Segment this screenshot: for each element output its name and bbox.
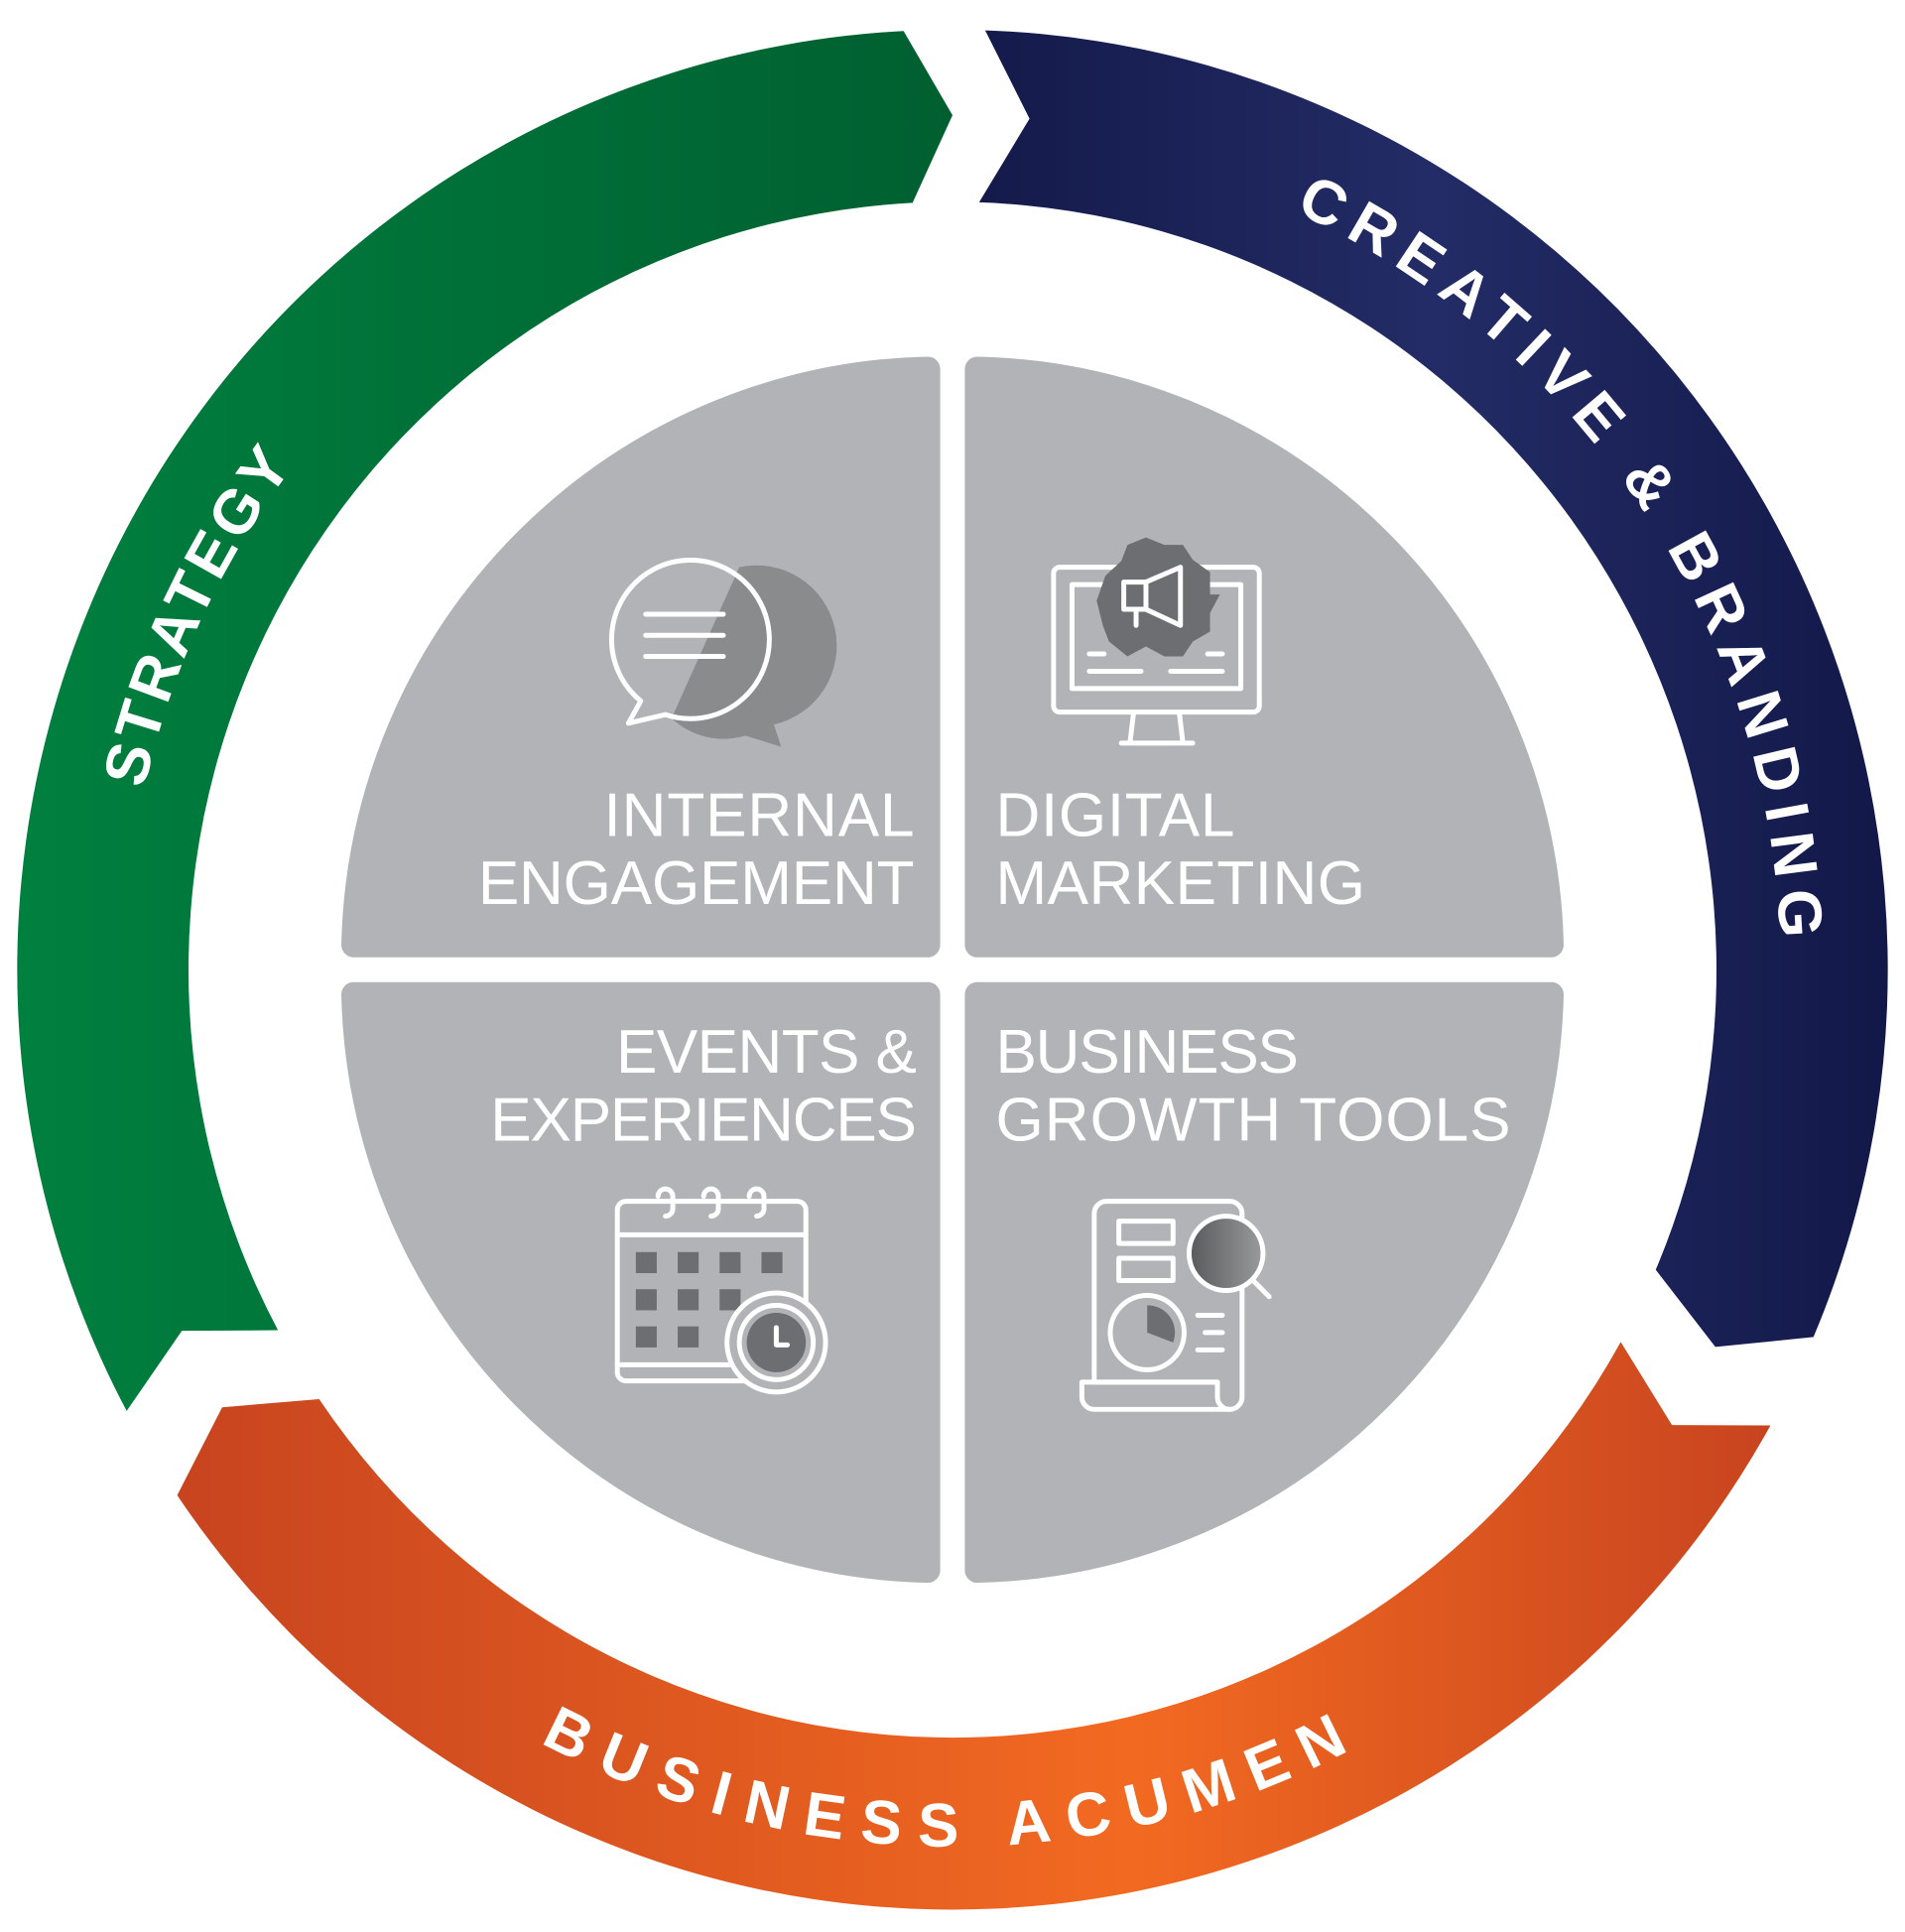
strategy-ring-segment xyxy=(17,31,953,1411)
document-magnifier-icon xyxy=(1079,1199,1272,1412)
events-line2: EXPERIENCES xyxy=(490,1086,917,1154)
quadrant-events-experiences xyxy=(341,981,941,1584)
growth-line1: BUSINESS xyxy=(995,1018,1299,1087)
chat-bubbles-icon xyxy=(608,558,837,747)
calendar-clock-icon xyxy=(614,1186,828,1395)
digital-line1: DIGITAL xyxy=(995,781,1234,849)
digital-line2: MARKETING xyxy=(995,849,1365,918)
creative-branding-ring-segment xyxy=(978,30,1888,1348)
internal-line2: ENGAGEMENT xyxy=(478,849,915,918)
events-line1: EVENTS & xyxy=(616,1018,917,1087)
internal-line1: INTERNAL xyxy=(604,781,915,849)
quadrant-internal-engagement xyxy=(341,356,941,958)
quadrant-digital-marketing xyxy=(964,356,1564,958)
business-acumen-ring-segment xyxy=(177,1342,1771,1910)
monitor-megaphone-icon xyxy=(1051,537,1262,746)
growth-line2: GROWTH TOOLS xyxy=(995,1086,1510,1154)
quadrant-business-growth-tools xyxy=(964,981,1564,1584)
